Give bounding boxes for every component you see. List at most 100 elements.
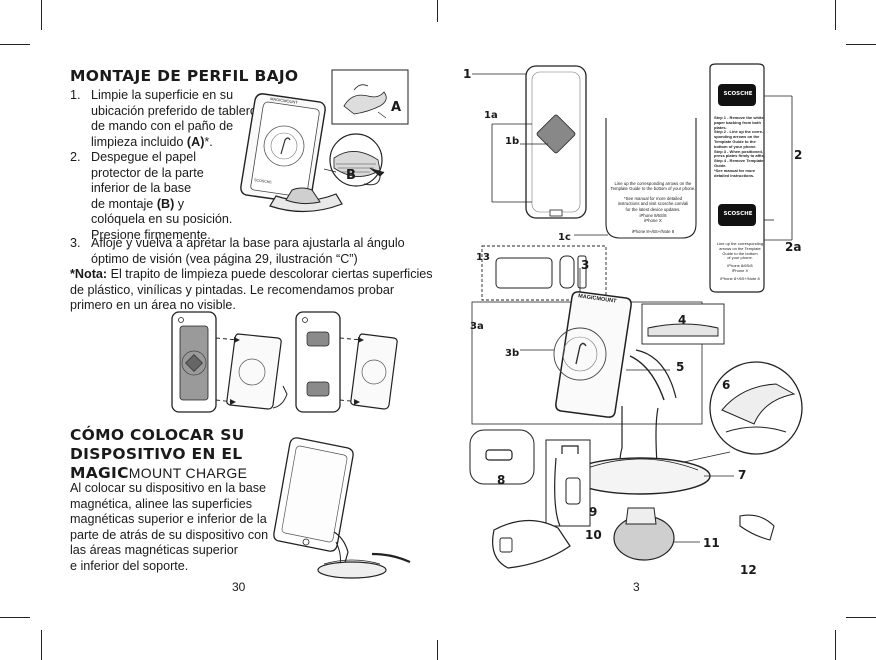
card-steps: Step 1 - Remove the white paper backing … <box>714 115 768 178</box>
text-line: *See manual for more detailed <box>623 195 683 201</box>
section-title-low-profile: MONTAJE DE PERFIL BAJO <box>70 67 299 85</box>
text-run: limpieza incluido <box>91 134 187 149</box>
brand-bold: MAGIC <box>70 464 129 482</box>
text-line: plates. <box>714 124 727 130</box>
template-guide-text: Line up the corresponding arrows on the … <box>606 181 700 212</box>
crop-mark <box>846 44 876 45</box>
crop-mark <box>835 0 836 30</box>
note-text: *Nota: El trapito de limpieza puede desc… <box>70 267 433 314</box>
text-line: Step 4 - Remove Template <box>714 158 764 164</box>
crop-mark <box>437 0 438 22</box>
text-line: colóquela en su posición. <box>91 212 233 227</box>
text-line: Guide to the bottom <box>722 250 758 256</box>
text-line: Template Guide to the bottom of your pho… <box>610 186 696 192</box>
svg-text:MAGICMOUNT: MAGICMOUNT <box>270 96 299 105</box>
text-line: limpieza incluido (A)*. <box>91 135 257 151</box>
ref-b: (B) <box>156 196 175 211</box>
crop-mark <box>437 640 438 660</box>
text-line: sponding arrows on the <box>714 134 760 140</box>
step-3-text: Afloje y vuelva a apretar la base para a… <box>91 236 405 267</box>
text-line: *See manual for more <box>714 167 756 173</box>
callout-1a: 1a <box>484 110 498 121</box>
size-label: iPhone X <box>644 218 662 224</box>
text-line: de plástico, vinílicas y pintadas. Le re… <box>70 282 395 297</box>
phone-alignment-illustration <box>171 311 398 413</box>
text-line: Step 2 - Line up the corre- <box>714 129 764 135</box>
step-2-text: Despegue el papel protector de la parte … <box>91 150 232 244</box>
title-line: DISPOSITIVO EN EL <box>70 445 243 463</box>
text-line: las áreas magnéticas superior <box>70 543 238 558</box>
callout-2: 2 <box>794 148 803 162</box>
text-line: Presione firmemente. <box>91 227 211 242</box>
text-run: *. <box>204 134 213 149</box>
text-line: de mando con el paño de <box>91 119 234 134</box>
note-label: *Nota: <box>70 267 108 281</box>
text-line: primero en un área no visible. <box>70 298 236 313</box>
text-line: magnética, alinee las superficies <box>70 496 253 511</box>
callout-3a: 3a <box>470 321 484 332</box>
svg-text:SCOSCHE: SCOSCHE <box>254 178 273 185</box>
size-label: iPhone 8/6S/8 <box>639 213 667 218</box>
text-line: *Nota: El trapito de limpieza puede desc… <box>70 267 433 283</box>
callout-7: 7 <box>738 468 747 482</box>
text-line: Limpie la superficie en su <box>91 88 234 102</box>
text-line: protector de la parte <box>91 165 204 180</box>
ref-a: (A) <box>186 134 205 149</box>
text-line: Afloje y vuelva a apretar la base para a… <box>91 236 405 250</box>
text-line: press plates firmly to affix. <box>714 153 765 159</box>
brand-rest: MOUNT CHARGE <box>128 465 248 481</box>
text-line: paper backing from both <box>714 119 761 125</box>
callout-13: 13 <box>476 252 490 263</box>
callout-10: 10 <box>585 528 602 542</box>
callout-1: 1 <box>463 67 472 81</box>
card-brand-bottom: SCOSCHE <box>723 211 753 217</box>
text-line: Line up the corresponding <box>716 241 764 246</box>
title-line: MAGICMOUNT CHARGE <box>70 464 247 483</box>
title-line: CÓMO COLOCAR SU <box>70 426 245 444</box>
callout-12: 12 <box>740 563 757 577</box>
text-run: y <box>174 196 185 211</box>
step-number: 3. <box>70 236 81 250</box>
card-bottom-text: Line up the corresponding arrows on the … <box>712 241 768 282</box>
template-size-lines: iPhone 8/6S/8 iPhone X iPhone 8+/6S+/Not… <box>606 213 700 235</box>
text-line: for the latest device updates. <box>625 206 681 212</box>
text-line: Despegue el papel <box>91 150 197 164</box>
callout-1b: 1b <box>505 136 520 147</box>
size-label: iPhone 8+/6S+/Note 8 <box>631 229 675 235</box>
low-profile-mount-illustration: MAGICMOUNT SCOSCHE <box>240 69 409 213</box>
crop-mark <box>41 630 42 660</box>
package-contents-illustration <box>469 63 803 569</box>
callout-6: 6 <box>722 378 731 392</box>
text-run: de montaje <box>91 196 157 211</box>
size-label: iPhone 8/6S/8 <box>727 263 753 269</box>
page-number-right: 3 <box>633 580 640 594</box>
callout-1c: 1c <box>558 232 571 243</box>
section-title-placement: CÓMO COLOCAR SU DISPOSITIVO EN EL MAGICM… <box>70 426 247 483</box>
size-label: iPhone 8+/6S+/Note 8 <box>720 275 760 281</box>
text-line: Guide. <box>714 162 727 168</box>
callout-3b: 3b <box>505 348 520 359</box>
card-brand-top: SCOSCHE <box>723 91 753 97</box>
text-line: Line up the corresponding arrows on the <box>614 181 692 186</box>
placement-body: Al colocar su dispositivo en la base mag… <box>70 481 268 575</box>
callout-11: 11 <box>703 536 720 550</box>
callout-a: A <box>391 100 402 115</box>
crop-mark <box>41 0 42 30</box>
text-line: of your phone. <box>727 255 753 261</box>
crop-mark <box>0 44 30 45</box>
callout-4: 4 <box>678 313 687 327</box>
text-line: Step 1 - Remove the white <box>714 115 764 120</box>
step-number: 1. <box>70 88 81 102</box>
callout-9: 9 <box>589 505 598 519</box>
callout-5: 5 <box>676 360 685 374</box>
text-line: magnéticas superior e inferior de la <box>70 512 267 527</box>
text-line: Step 3 - When positioned, <box>714 148 763 154</box>
text-line: arrows on the Template <box>719 245 761 251</box>
crop-mark <box>0 617 30 618</box>
size-label: iPhone X <box>731 267 749 273</box>
page-number-left: 30 <box>232 580 246 594</box>
callout-3: 3 <box>581 258 590 272</box>
text-line: instructions and visit scosche.com/ali <box>617 201 689 207</box>
text-line: Template Guide to the <box>714 138 756 144</box>
crop-mark <box>835 630 836 660</box>
